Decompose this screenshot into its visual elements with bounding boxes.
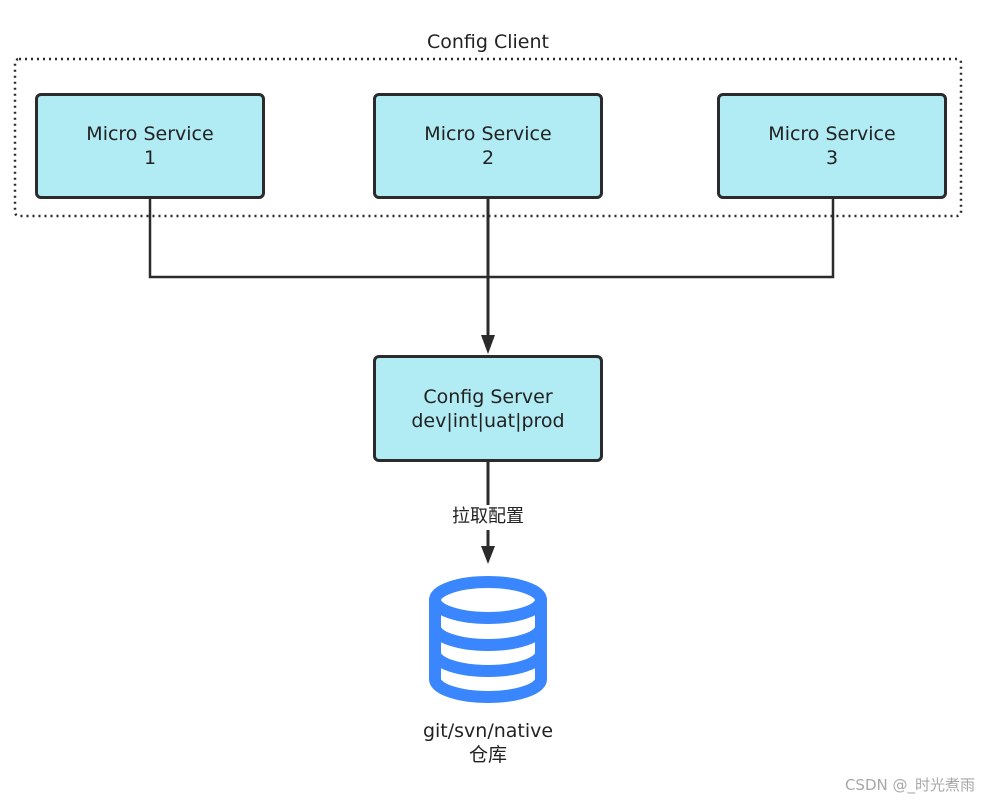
config-server-node: Config Server dev|int|uat|prod [373,355,603,462]
pull-config-edge-label: 拉取配置 [428,506,548,528]
config-client-group-boundary [13,57,963,218]
micro-service-2-title: Micro Service [424,123,552,145]
config-server-environments: dev|int|uat|prod [411,409,565,432]
micro-service-1-number: 1 [143,147,157,169]
connector-service-1 [148,198,488,279]
arrowhead-to-repository [481,546,495,564]
config-server-title: Config Server [423,385,553,408]
connector-service-3 [488,198,835,279]
repository-name: 仓库 [468,744,507,766]
micro-service-3-number: 3 [825,147,839,169]
micro-service-1-node: Micro Service 1 [35,93,265,199]
repository-label: git/svn/native 仓库 [388,719,588,767]
csdn-watermark: CSDN @_时光煮雨 [844,776,975,794]
micro-service-2-number: 2 [481,147,495,169]
micro-service-3-node: Micro Service 3 [717,93,947,199]
arrowhead-to-server [481,335,495,354]
database-icon [429,576,547,703]
micro-service-2-node: Micro Service 2 [373,93,603,199]
micro-service-3-title: Micro Service [768,123,896,145]
config-client-label: Config Client [426,31,549,53]
repository-types: git/svn/native [422,720,554,742]
micro-service-1-title: Micro Service [86,123,214,145]
